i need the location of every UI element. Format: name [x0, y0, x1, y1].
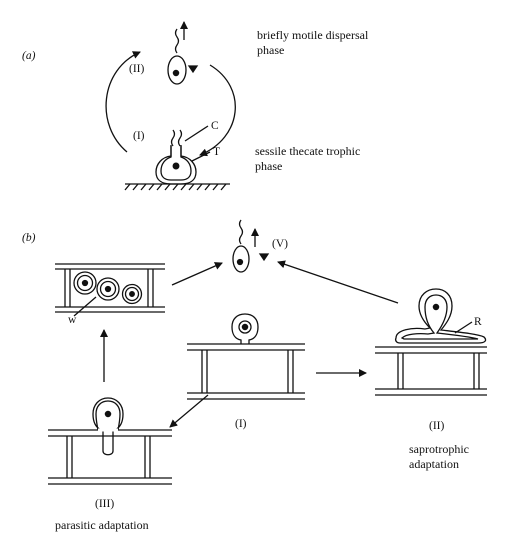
stage-label-I-a: (I)	[133, 130, 145, 143]
arrow-cysts-to-motile	[172, 263, 222, 285]
stage-label-III: (III)	[95, 498, 114, 511]
caption-trophic-line2: phase	[255, 159, 282, 174]
arrow-saprotrophic-to-motile	[278, 262, 398, 303]
motile-cell-nucleus-a	[173, 70, 178, 75]
caption-dispersal-line2: phase	[257, 43, 284, 58]
caption-trophic-line1: sessile thecate trophic	[255, 144, 360, 159]
rhizoid-label: R	[474, 316, 482, 329]
motile-cell-flagellum-a	[176, 29, 179, 53]
stage-label-V: (V)	[272, 238, 288, 251]
substrate-hatching-a	[125, 184, 226, 190]
resting-cysts	[74, 272, 142, 304]
host-tube-left	[48, 430, 172, 484]
caption-saprotrophic-line2: adaptation	[409, 457, 459, 472]
motile-cell-arrowhead-a	[189, 66, 197, 72]
rhizoid-thallus-inner	[402, 295, 478, 339]
theca-label: T	[213, 146, 220, 159]
arrow-center-to-parasite	[170, 395, 208, 427]
stage-label-II-b: (II)	[429, 420, 444, 433]
cycle-arrow-right	[200, 65, 235, 155]
collar-label: C	[211, 120, 219, 133]
host-tube-center	[187, 344, 305, 399]
wall-label: w	[68, 314, 76, 327]
stage-label-II-a: (II)	[129, 63, 144, 76]
panel-a-label: (a)	[22, 50, 35, 63]
caption-dispersal-line1: briefly motile dispersal	[257, 28, 368, 43]
caption-parasitic: parasitic adaptation	[55, 518, 149, 533]
caption-saprotrophic-line1: saprotrophic	[409, 442, 469, 457]
host-tube-right	[375, 347, 487, 395]
parasite-haustorium	[103, 430, 113, 455]
panel-b-label: (b)	[22, 232, 35, 245]
trophic-cell-nucleus-a	[173, 163, 179, 169]
stage-label-I-b: (I)	[235, 418, 247, 431]
